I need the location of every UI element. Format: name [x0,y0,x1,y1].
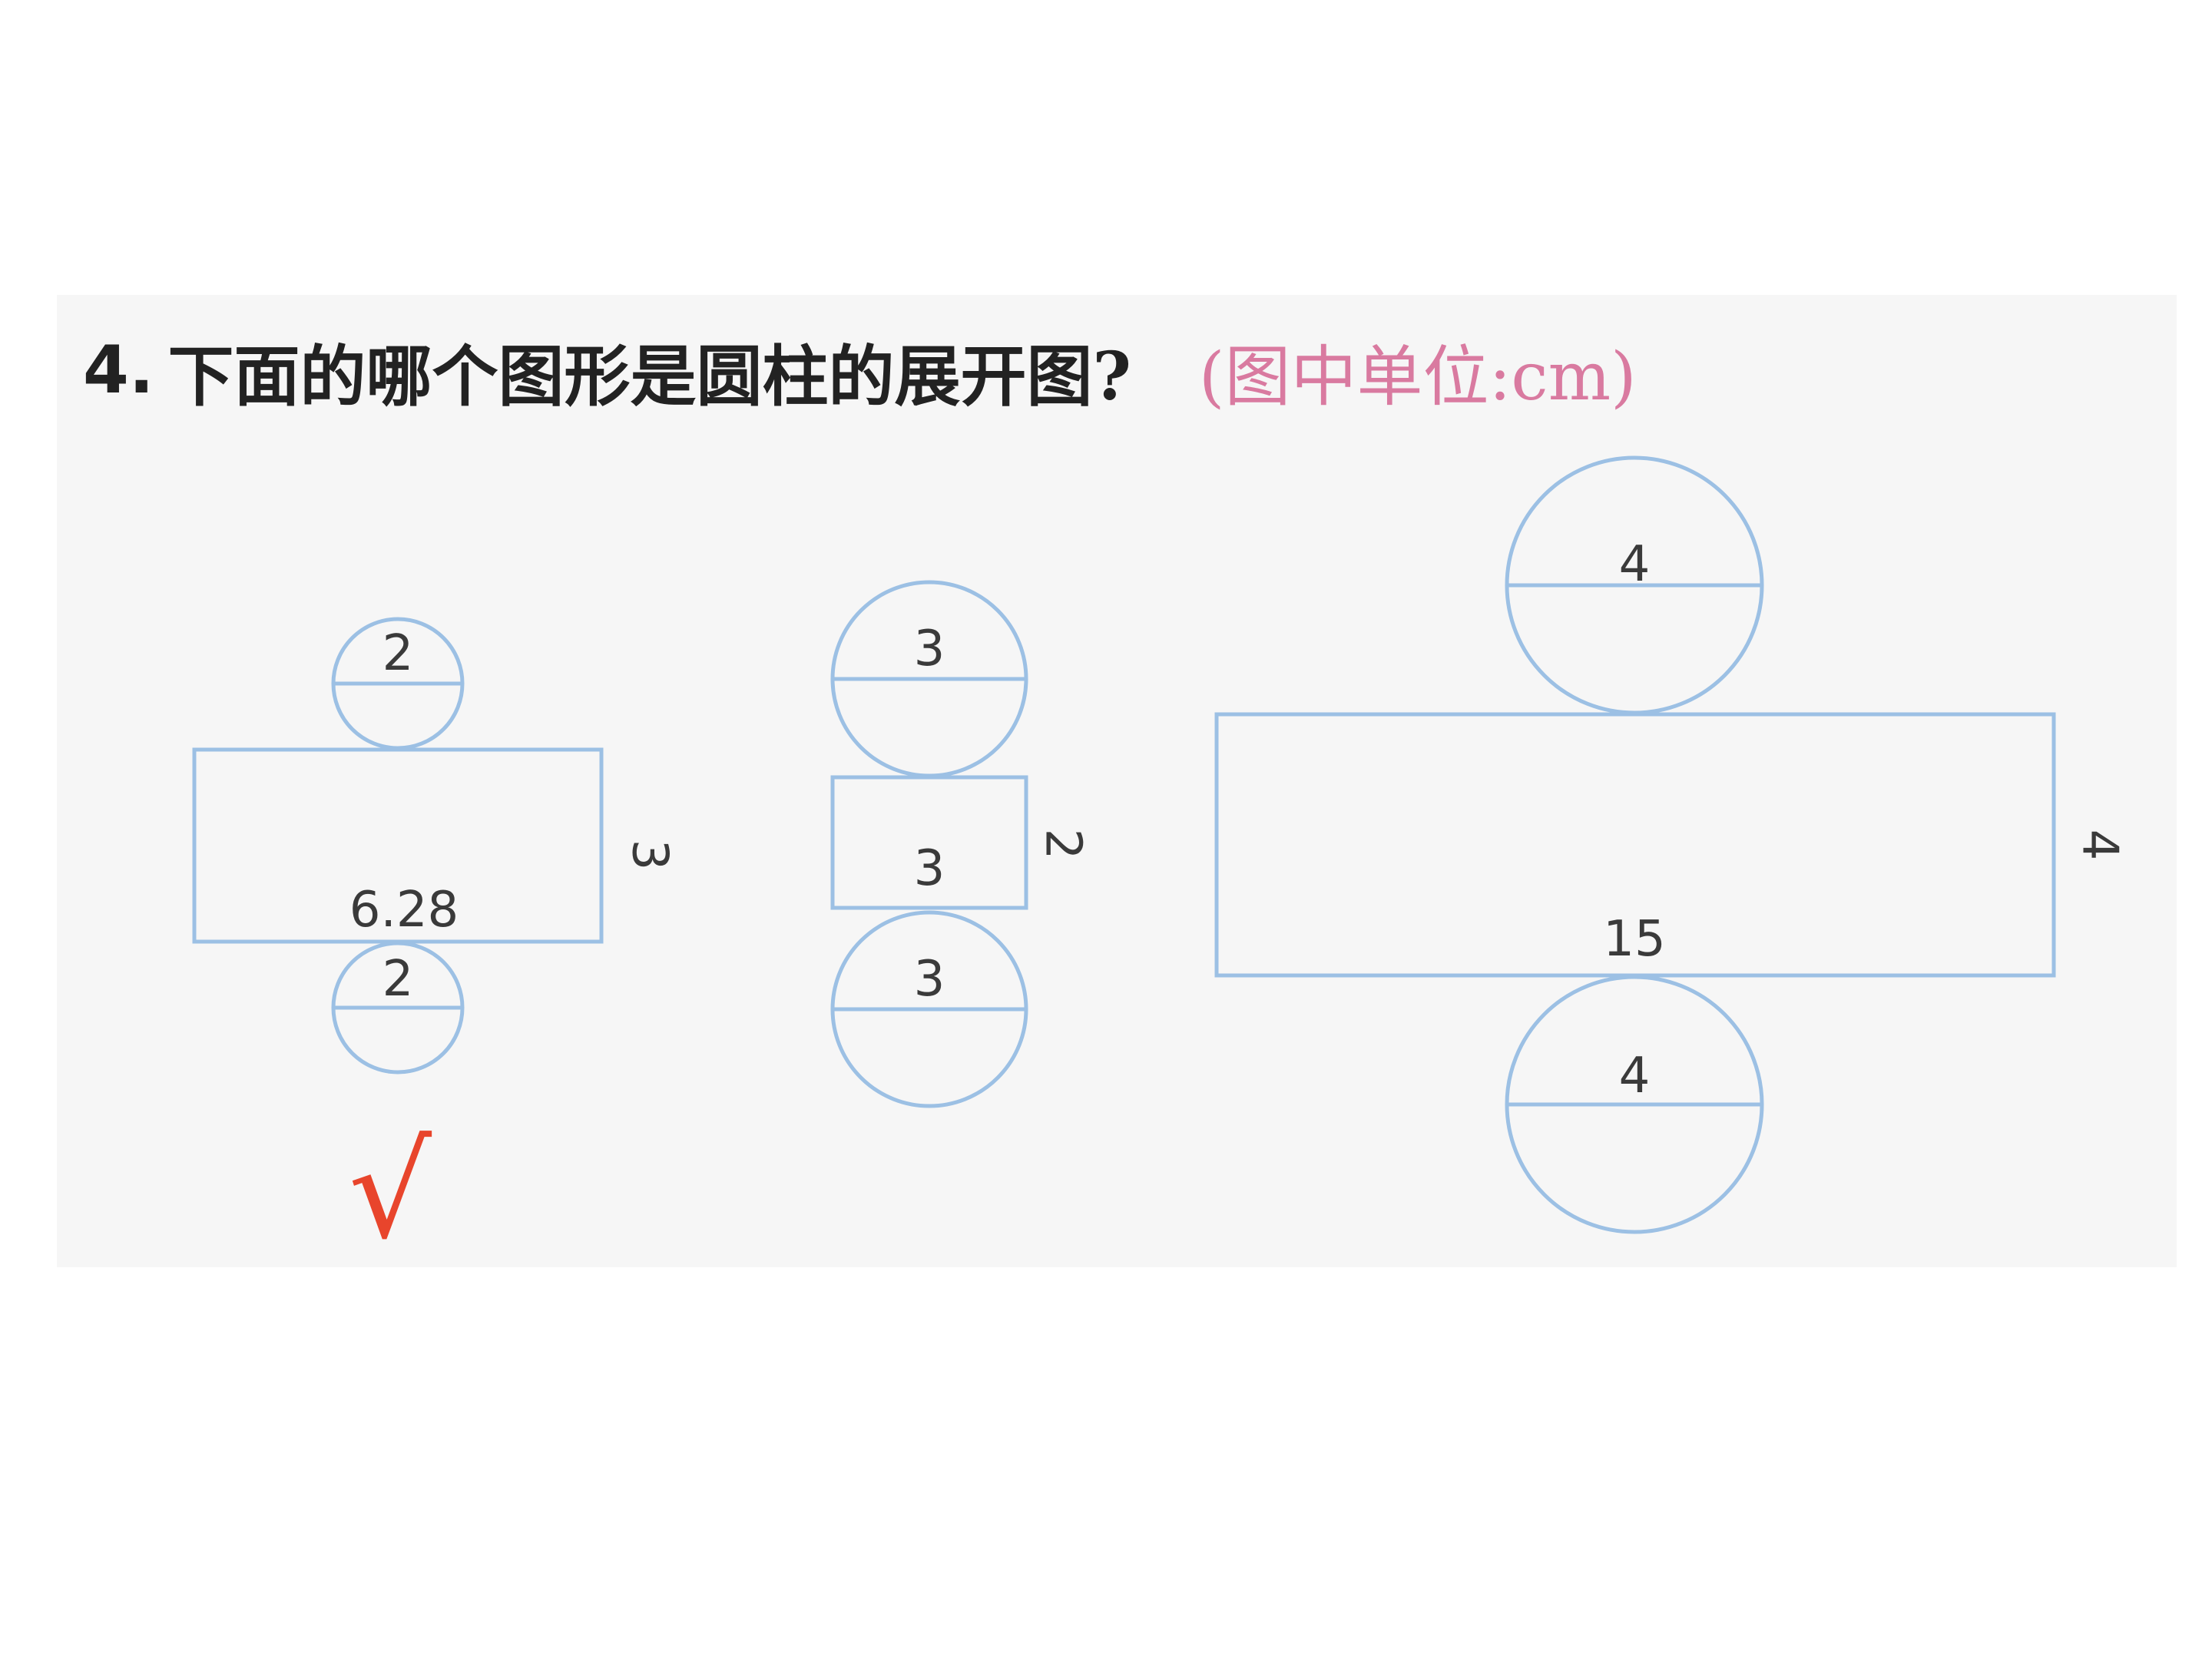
figure-a-top-circle-label: 2 [382,625,414,682]
figure-b-width-label: 3 [914,840,945,897]
figure-a-width-label: 6.28 [349,882,459,939]
figure-c-bottom-circle-label: 4 [1619,1048,1651,1104]
figure-c-height-label: 4 [2071,830,2128,861]
figure-b-height-label: 2 [1034,829,1091,860]
figure-b-bottom-circle-label: 3 [914,951,945,1008]
figure-b-top-circle-label: 3 [914,621,945,677]
figure-c-top-circle-label: 4 [1619,536,1651,593]
net-figure-b: 3 3 2 3 [830,580,1091,1108]
question-number: 4. [83,332,154,409]
diagram-panel [57,295,2177,1267]
figure-a-bottom-circle-label: 2 [382,951,414,1008]
question-text: 下面的哪个图形是圆柱的展开图? [167,337,1131,416]
net-figure-c: 4 15 4 4 [1214,455,2128,1234]
figure-c-width-label: 15 [1603,911,1665,968]
figure-b-rectangle [830,775,1028,910]
question-line: 4. 下面的哪个图形是圆柱的展开图? (图中单位:cm) [83,324,1637,416]
figure-a-height-label: 3 [621,839,677,871]
net-figure-a: 2 6.28 3 2 √ [192,617,677,1268]
check-mark: √ [349,1116,432,1268]
unit-note: (图中单位:cm) [1198,338,1637,416]
